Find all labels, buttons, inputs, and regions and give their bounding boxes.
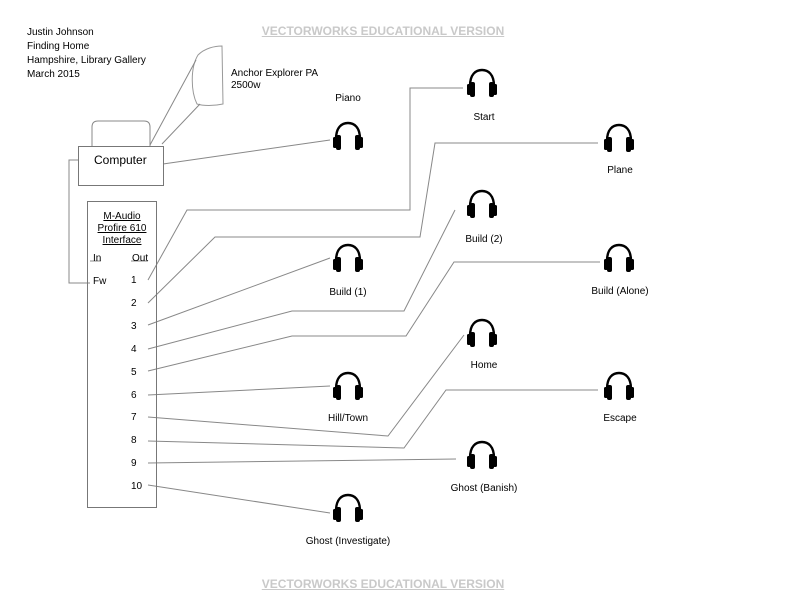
output-port-8: 8 [131, 435, 137, 446]
label-build-1: Build (1) [329, 287, 367, 298]
headphones-icon [331, 493, 365, 523]
output-port-5: 5 [131, 367, 137, 378]
label-home: Home [470, 360, 498, 371]
wire-out-5-buildalone [147, 261, 600, 372]
headphones-icon [465, 189, 499, 219]
label-piano: Piano [335, 93, 361, 104]
wire-out-10-ghostinvestigate [147, 484, 331, 514]
wire-out-1-start [147, 87, 463, 281]
output-port-3: 3 [131, 321, 137, 332]
date: March 2015 [27, 69, 80, 80]
headphones-icon [331, 371, 365, 401]
in-port-fw: Fw [93, 276, 107, 287]
interface-title-2: Profire 610 [97, 223, 147, 234]
speaker-power: 2500w [231, 80, 261, 91]
output-port-6: 6 [131, 390, 137, 401]
work-title: Finding Home [27, 41, 90, 52]
wire-computer-piano [162, 139, 331, 165]
label-build-2: Build (2) [465, 234, 503, 245]
output-port-7: 7 [131, 412, 137, 423]
headphones-icon [331, 243, 365, 273]
interface-box [87, 201, 157, 508]
interface-title-3: Interface [102, 235, 142, 246]
wire-out-8-escape [147, 389, 598, 449]
headphones-icon [331, 121, 365, 151]
label-ghost-investigate: Ghost (Investigate) [305, 536, 391, 547]
out-header: Out [132, 253, 149, 264]
label-build-alone: Build (Alone) [591, 286, 649, 297]
watermark-top: VECTORWORKS EDUCATIONAL VERSION [261, 24, 505, 38]
wire-computer-speaker-lower [161, 103, 201, 145]
speaker-name: Anchor Explorer PA [231, 68, 319, 79]
headphones-icon [465, 440, 499, 470]
venue: Hampshire, Library Gallery [27, 55, 146, 66]
speaker-shape [191, 45, 224, 106]
label-escape: Escape [603, 413, 637, 424]
computer-lid [91, 120, 151, 146]
output-port-4: 4 [131, 344, 137, 355]
wire-computer-speaker-upper [149, 59, 197, 146]
headphones-icon [602, 371, 636, 401]
headphones-icon [602, 123, 636, 153]
artist-name: Justin Johnson [27, 27, 94, 38]
output-port-9: 9 [131, 458, 137, 469]
headphones-icon [465, 318, 499, 348]
computer-label: Computer [94, 153, 147, 167]
wire-out-4-build2 [147, 209, 456, 350]
label-ghost-banish: Ghost (Banish) [450, 483, 518, 494]
label-start: Start [473, 112, 495, 123]
wire-out-6-hilltown [147, 385, 331, 396]
wire-firewire [68, 159, 90, 284]
watermark-bottom: VECTORWORKS EDUCATIONAL VERSION [261, 577, 505, 591]
label-plane: Plane [607, 165, 633, 176]
output-port-10: 10 [131, 481, 143, 492]
computer-box [78, 146, 164, 186]
output-port-1: 1 [131, 275, 137, 286]
label-hill-town: Hill/Town [327, 413, 369, 424]
wire-out-7-home [147, 334, 465, 437]
wire-out-2-plane [147, 142, 598, 304]
wire-out-9-ghostbanish [147, 458, 457, 464]
wire-out-3-build1 [147, 257, 331, 326]
output-port-2: 2 [131, 298, 137, 309]
headphones-icon [602, 243, 636, 273]
interface-title-1: M-Audio [103, 211, 141, 222]
in-header: In [93, 253, 102, 264]
headphones-icon [465, 68, 499, 98]
